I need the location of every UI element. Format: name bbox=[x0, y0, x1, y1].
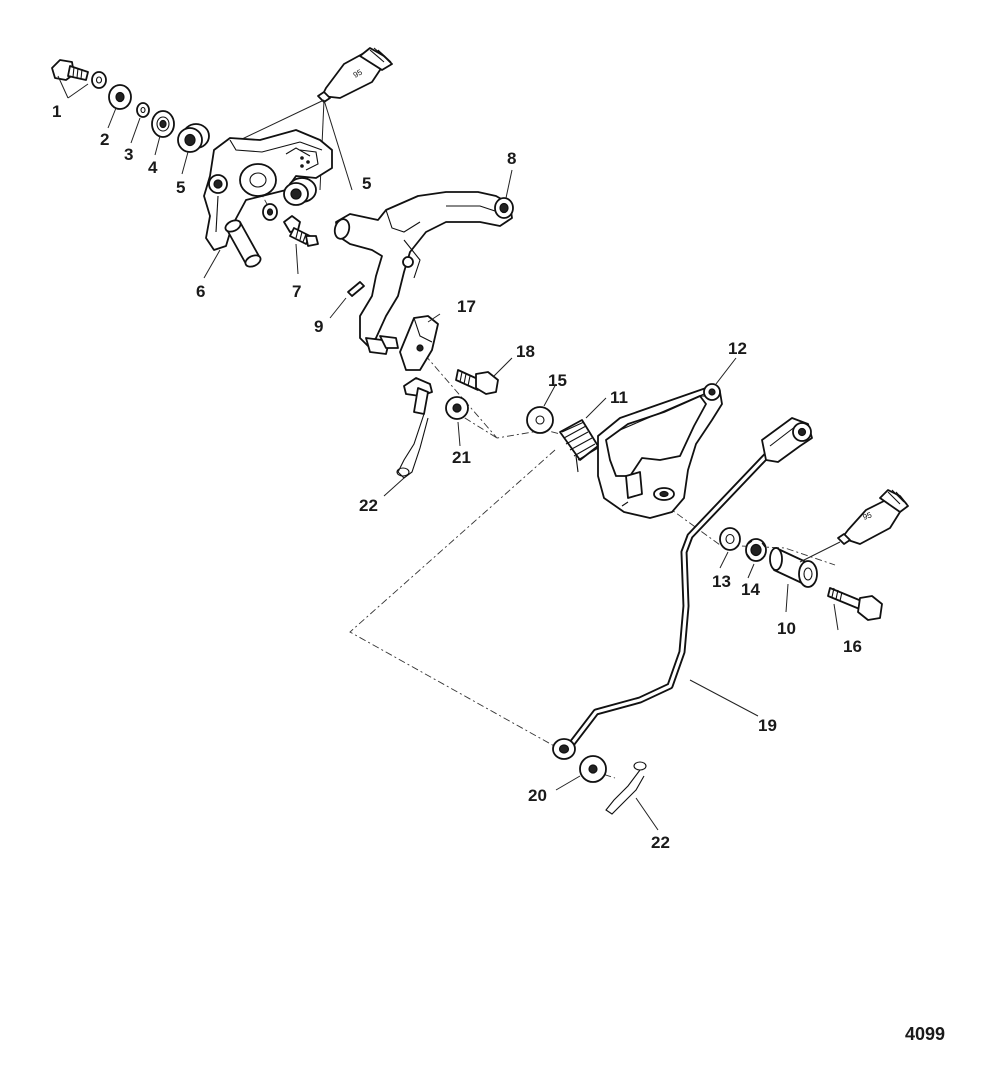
callout-3: 3 bbox=[124, 145, 133, 164]
callout-20: 20 bbox=[528, 786, 547, 805]
callout-8: 8 bbox=[507, 149, 516, 168]
part-15-washer bbox=[526, 406, 554, 434]
part-14-lock-washer bbox=[745, 538, 767, 562]
part-8-shift-lever bbox=[333, 191, 514, 355]
callout-11: 11 bbox=[610, 388, 628, 407]
part-2-washer bbox=[108, 84, 132, 110]
part-11-spring bbox=[559, 419, 599, 473]
callout-15: 15 bbox=[548, 371, 567, 390]
callout-12: 12 bbox=[728, 339, 747, 358]
part-5-bracket bbox=[203, 129, 333, 251]
callout-5b: 5 bbox=[362, 174, 371, 193]
callout-5a: 5 bbox=[176, 178, 185, 197]
callout-10: 10 bbox=[777, 619, 796, 638]
part-9-pin bbox=[347, 281, 365, 297]
callout-1: 1 bbox=[52, 102, 61, 121]
callout-7: 7 bbox=[292, 282, 301, 301]
part-1-bolt bbox=[51, 59, 89, 81]
callout-19: 19 bbox=[758, 716, 777, 735]
part-19-shift-rod bbox=[552, 417, 813, 760]
callout-17: 17 bbox=[457, 297, 476, 316]
part-17-clip-plate bbox=[399, 315, 439, 371]
callout-22b: 22 bbox=[651, 833, 670, 852]
callout-leaders bbox=[57, 75, 839, 831]
callout-6: 6 bbox=[196, 282, 205, 301]
part-16-bolt bbox=[827, 587, 883, 621]
sealant-tube-lower-label: 95 bbox=[862, 510, 874, 522]
part-18-bolt bbox=[455, 369, 499, 395]
callout-14: 14 bbox=[741, 580, 760, 599]
part-22-cotter-pin-lower bbox=[605, 761, 647, 815]
part-20-washer bbox=[579, 755, 607, 783]
callout-2: 2 bbox=[100, 130, 109, 149]
document-number: 4099 bbox=[905, 1024, 946, 1044]
part-5-bushing-upper bbox=[177, 123, 210, 153]
callout-9: 9 bbox=[314, 317, 323, 336]
callout-13: 13 bbox=[712, 572, 731, 591]
callout-4: 4 bbox=[148, 158, 158, 177]
part-12-cam-plate bbox=[597, 383, 723, 519]
part-7-screw bbox=[283, 215, 319, 247]
callout-22a: 22 bbox=[359, 496, 378, 515]
sealant-tube-lower: 95 bbox=[837, 489, 909, 545]
part-1-washer bbox=[91, 71, 107, 89]
part-22-cotter-pin-upper bbox=[396, 413, 429, 479]
part-3-lock-washer bbox=[136, 102, 150, 118]
tube-lower-leader bbox=[799, 541, 841, 563]
part-21-pin bbox=[403, 377, 469, 420]
part-6-sleeve bbox=[224, 219, 262, 268]
part-4-washer bbox=[151, 110, 175, 138]
part-5-bushing-lower bbox=[283, 177, 317, 206]
part-13-washer bbox=[719, 527, 741, 551]
sealant-tube-upper: 95 bbox=[317, 47, 393, 103]
part-10-bushing bbox=[769, 547, 818, 588]
callout-21: 21 bbox=[452, 448, 471, 467]
callout-18: 18 bbox=[516, 342, 535, 361]
callout-labels: 1 2 3 4 5 5 6 7 8 9 10 11 12 13 14 15 16… bbox=[52, 102, 862, 852]
callout-16: 16 bbox=[843, 637, 862, 656]
